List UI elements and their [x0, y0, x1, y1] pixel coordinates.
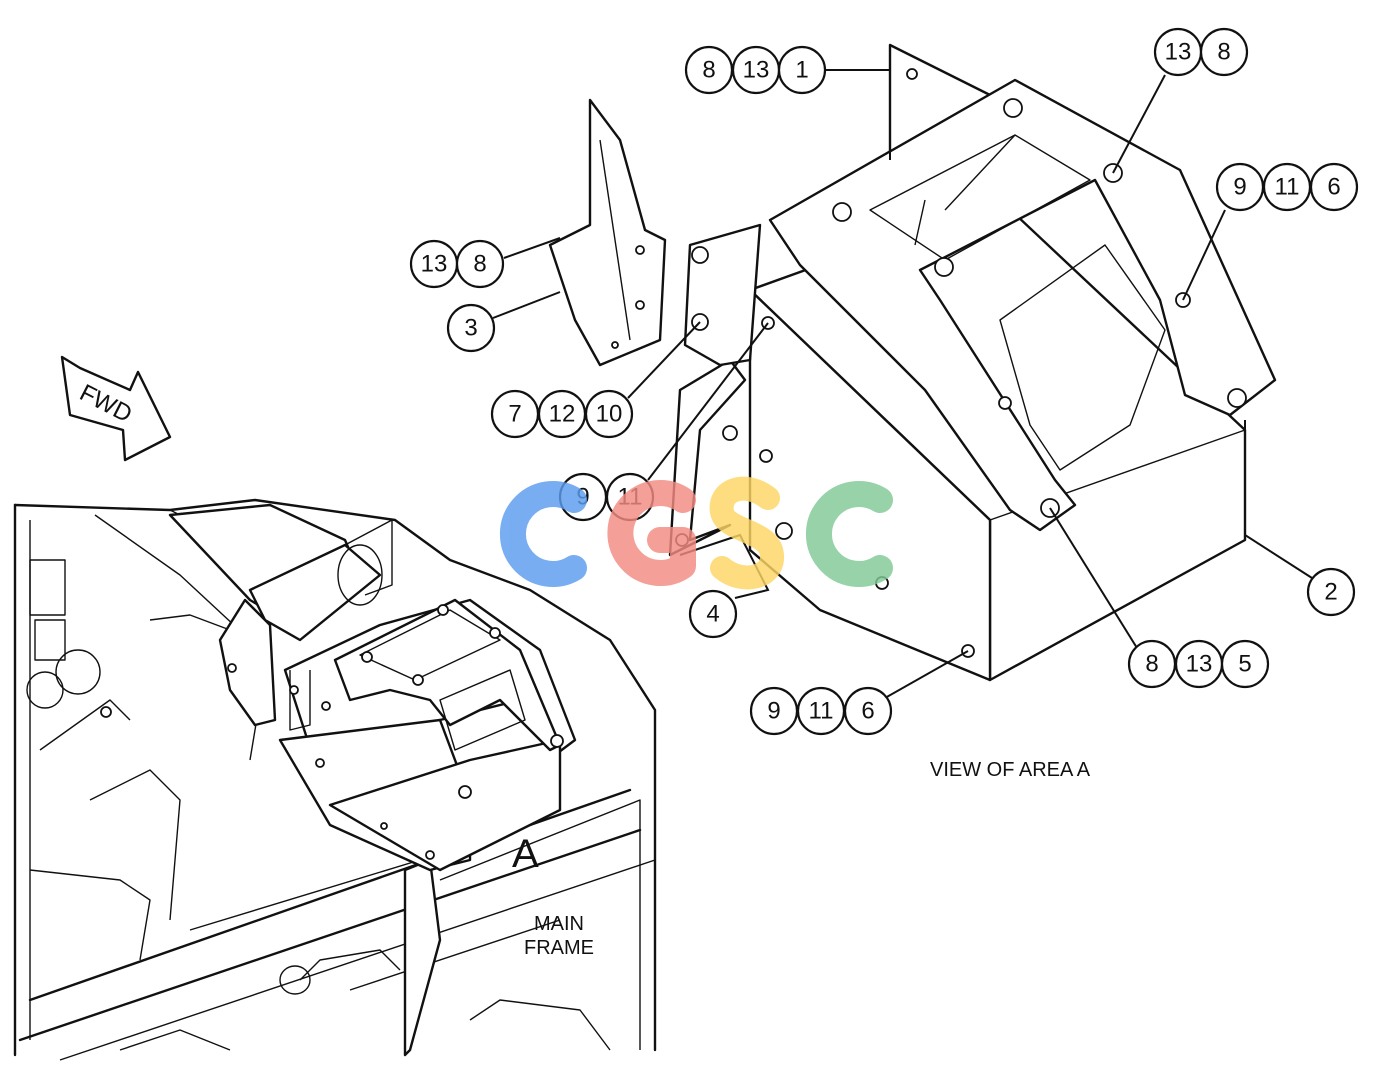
callout-7-12-10: 7 12 10	[490, 389, 634, 439]
callout-number: 11	[1275, 174, 1300, 201]
callout-number: 9	[1233, 174, 1246, 201]
watermark-s	[709, 476, 784, 590]
forward-arrow-icon: FWD	[60, 355, 172, 462]
view-caption: VIEW OF AREA A	[930, 759, 1091, 781]
machine-overview-drawing	[13, 498, 657, 1061]
callout-bubble	[446, 303, 496, 353]
callout-number: 8	[1217, 39, 1230, 66]
callout-number: 12	[549, 401, 576, 428]
callout-number: 8	[702, 57, 715, 84]
callout-13-8-left: 13 8	[409, 239, 505, 289]
callout-number: 13	[1165, 39, 1192, 66]
callout-number: 6	[1327, 174, 1340, 201]
callout-bubble	[688, 589, 738, 639]
callout-9-11-6-right: 9 11 6	[1215, 162, 1359, 212]
area-a-letter: A	[512, 832, 539, 876]
callout-number: 3	[464, 315, 477, 342]
callout-number: 11	[809, 698, 834, 725]
callout-number: 1	[795, 57, 808, 84]
callout-bubble	[1309, 162, 1359, 212]
callout-number: 8	[473, 251, 486, 278]
callout-bubble	[1199, 27, 1249, 77]
callout-number: 13	[421, 251, 448, 278]
callout-bubble	[1220, 639, 1270, 689]
callout-bubble	[843, 686, 893, 736]
callout-number: 4	[706, 601, 719, 628]
callout-3: 3	[446, 303, 496, 353]
callout-bubble	[455, 239, 505, 289]
callout-bubble	[584, 389, 634, 439]
callout-number: 2	[1324, 579, 1337, 606]
main-frame-label-line1: MAIN	[534, 913, 584, 935]
callout-13-8-top-right: 13 8	[1153, 27, 1249, 77]
watermark-g	[607, 480, 696, 586]
callout-bubble	[1306, 567, 1356, 617]
main-frame-label-line2: FRAME	[524, 937, 594, 959]
watermark-c2	[806, 481, 893, 587]
callout-9-11-6-bottom: 9 11 6	[749, 686, 893, 736]
bracket-assembly-drawing	[548, 43, 1277, 682]
callout-number: 6	[861, 698, 874, 725]
callout-number: 13	[743, 57, 770, 84]
callout-4: 4	[688, 589, 738, 639]
callout-8-13-1: 8 13 1	[684, 45, 827, 95]
watermark-c1	[500, 481, 587, 587]
callout-number: 8	[1145, 651, 1158, 678]
callout-number: 5	[1238, 651, 1251, 678]
callout-number: 10	[596, 401, 623, 428]
callout-8-13-5: 8 13 5	[1127, 639, 1270, 689]
callout-2: 2	[1306, 567, 1356, 617]
cgsc-watermark-logo	[500, 476, 893, 590]
callout-number: 7	[508, 401, 521, 428]
callout-bubble	[777, 45, 827, 95]
leader-lines	[492, 69, 1313, 699]
callout-number: 13	[1186, 651, 1213, 678]
callout-number: 9	[767, 698, 780, 725]
